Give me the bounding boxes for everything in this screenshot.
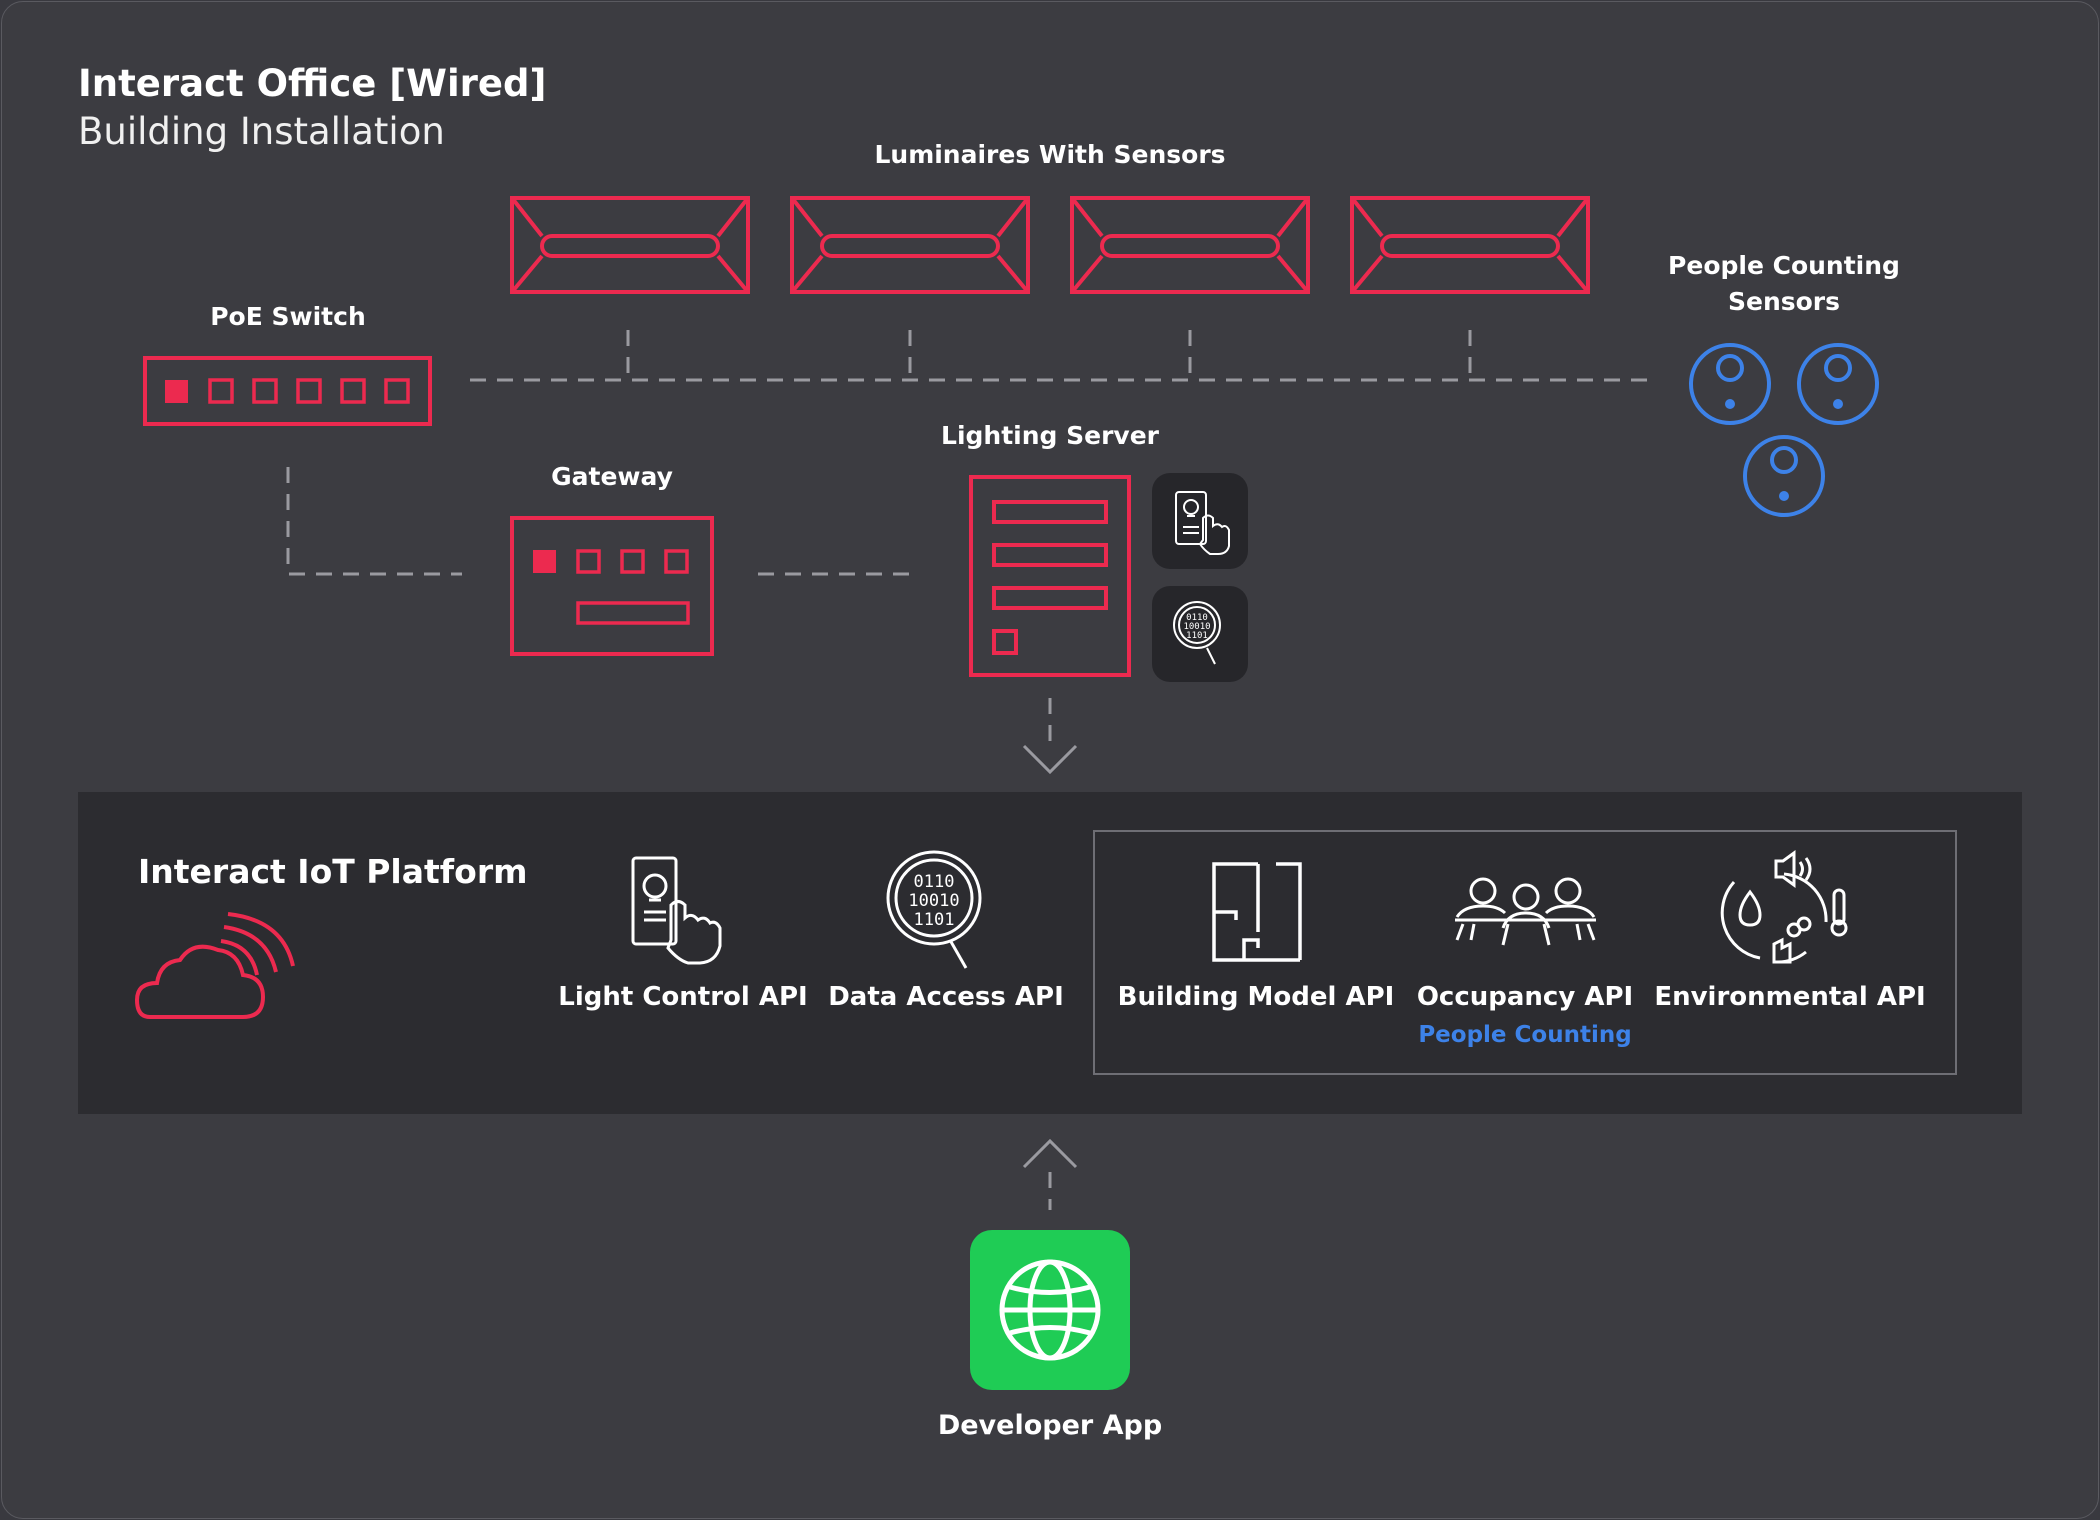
gateway-label: Gateway — [551, 462, 673, 491]
api-group-box — [1093, 830, 1957, 1075]
people-counting-sensors — [1689, 343, 1879, 517]
people-sensors-label-line1: People Counting — [1668, 251, 1900, 280]
binary-line-1: 0110 — [914, 872, 955, 892]
server-data-access-tile: 0110 10010 1101 — [1152, 586, 1248, 682]
page-subtitle: Building Installation — [78, 110, 445, 153]
luminaire-4 — [1350, 196, 1590, 294]
binary-line-3: 1101 — [914, 910, 955, 930]
cloud-icon — [134, 912, 295, 1019]
globe-icon — [999, 1259, 1101, 1361]
platform-title: Interact IoT Platform — [138, 852, 528, 891]
lighting-server-device — [969, 475, 1131, 677]
lighting-server-label: Lighting Server — [941, 421, 1159, 450]
sensor-3 — [1743, 435, 1825, 517]
sensor-2 — [1797, 343, 1879, 425]
sensor-1 — [1689, 343, 1771, 425]
gateway-device — [510, 516, 714, 656]
small-binary-line-1: 0110 — [1186, 613, 1208, 623]
developer-app-tile[interactable] — [970, 1230, 1130, 1390]
environment-icon — [1720, 850, 1848, 964]
people-icon — [1455, 877, 1596, 946]
light-control-icon — [631, 856, 722, 965]
small-binary-line-2: 10010 — [1183, 622, 1210, 632]
arrow-up-icon — [1022, 1138, 1078, 1169]
small-binary-line-3: 1101 — [1186, 631, 1208, 641]
environmental-api-label: Environmental API — [1654, 982, 1926, 1012]
luminaire-2 — [790, 196, 1030, 294]
people-sensors-label-line2: Sensors — [1727, 287, 1841, 316]
people-counting-sublabel: People Counting — [1418, 1022, 1632, 1048]
binary-line-2: 10010 — [908, 891, 959, 911]
developer-app-label: Developer App — [937, 1410, 1163, 1441]
switch-to-gateway-line — [286, 467, 462, 576]
platform-panel — [78, 792, 2022, 1114]
data-access-api-label: Data Access API — [828, 982, 1064, 1012]
light-control-api-label: Light Control API — [558, 982, 808, 1012]
building-model-api-label: Building Model API — [1117, 982, 1395, 1012]
data-access-small-icon — [1173, 601, 1221, 665]
light-control-small-icon — [1175, 491, 1230, 555]
floor-plan-icon — [1212, 862, 1302, 962]
page-title: Interact Office [Wired] — [78, 62, 547, 105]
arrow-down-icon — [1022, 744, 1078, 775]
luminaire-1 — [510, 196, 750, 294]
connectors — [286, 330, 1650, 1210]
poe-switch-label: PoE Switch — [210, 302, 366, 331]
luminaires — [510, 196, 1590, 294]
data-access-icon — [886, 850, 982, 969]
server-light-control-tile — [1152, 473, 1248, 569]
poe-switch-device — [143, 356, 432, 426]
luminaire-3 — [1070, 196, 1310, 294]
luminaires-label: Luminaires With Sensors — [874, 140, 1226, 169]
occupancy-api-label: Occupancy API — [1416, 982, 1634, 1012]
